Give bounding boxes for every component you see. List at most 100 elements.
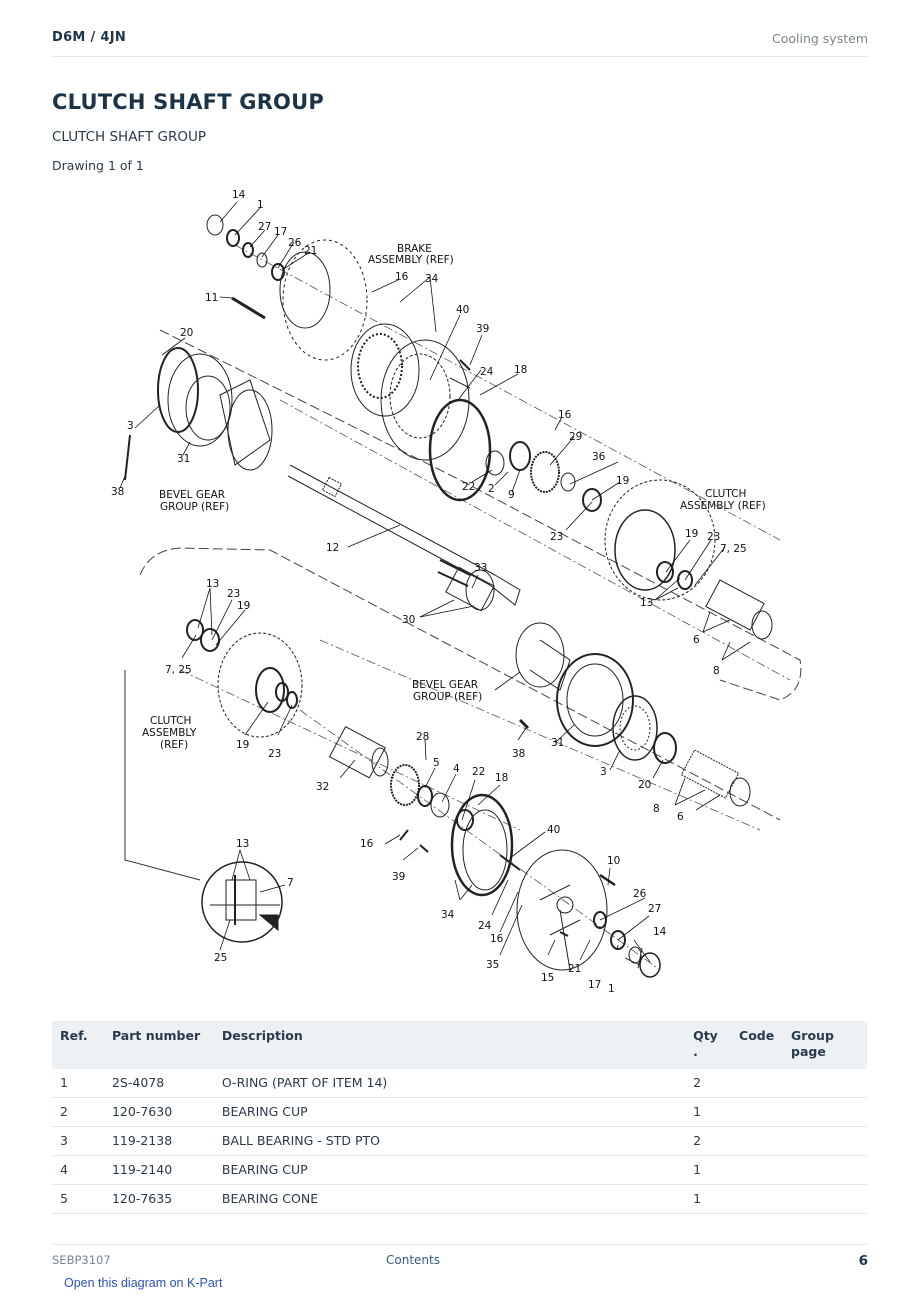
label-bevel-mid-l1: BEVEL GEAR bbox=[412, 679, 478, 691]
kpart-link[interactable]: Open this diagram on K-Part bbox=[64, 1276, 223, 1290]
callout-40: 40 bbox=[456, 304, 469, 316]
cell-group-page bbox=[783, 1069, 867, 1098]
callout-14: 14 bbox=[653, 926, 667, 938]
cell-ref: 2 bbox=[52, 1097, 104, 1127]
callout-numbers: 14 1 27 17 26 21 16 34 11 40 39 20 24 18… bbox=[111, 189, 747, 995]
header-ref: Ref. bbox=[60, 1028, 88, 1043]
callout-18: 18 bbox=[495, 772, 508, 784]
callout-21: 21 bbox=[304, 245, 317, 257]
label-brake-l2: ASSEMBLY (REF) bbox=[368, 254, 454, 266]
leader-lines bbox=[119, 201, 751, 969]
callout-27: 27 bbox=[648, 903, 661, 915]
cell-part-number: 2S-4078 bbox=[103, 1069, 214, 1098]
clutch-assembly-left bbox=[186, 619, 303, 738]
label-clutch-right-l2: ASSEMBLY (REF) bbox=[680, 500, 766, 512]
callout-19: 19 bbox=[236, 739, 249, 751]
callout-21: 21 bbox=[568, 963, 581, 975]
cell-part-number: 120-7630 bbox=[103, 1097, 214, 1127]
callout-17: 17 bbox=[588, 979, 601, 991]
callout-13: 13 bbox=[206, 578, 219, 590]
callout-31: 31 bbox=[551, 737, 564, 749]
callout-34: 34 bbox=[425, 273, 439, 285]
callout-13: 13 bbox=[640, 597, 653, 609]
cell-code bbox=[731, 1155, 784, 1185]
callout-19: 19 bbox=[237, 600, 250, 612]
table-row: 2 120-7630 BEARING CUP 1 bbox=[52, 1097, 867, 1127]
header-group-page: Group page bbox=[791, 1028, 834, 1059]
cell-group-page bbox=[783, 1126, 867, 1156]
callout-4: 4 bbox=[453, 763, 460, 775]
cell-code bbox=[731, 1069, 784, 1098]
label-bevel-mid-l2: GROUP (REF) bbox=[413, 691, 482, 703]
table-header-row: Ref. Part number Description Qty . Code … bbox=[52, 1021, 867, 1069]
contents-link[interactable]: Contents bbox=[386, 1253, 440, 1267]
lower-boundary bbox=[139, 547, 781, 821]
callout-1: 1 bbox=[257, 199, 264, 211]
callout-17: 17 bbox=[274, 226, 287, 238]
exploded-parts-diagram[interactable]: BRAKE ASSEMBLY (REF) BEVEL GEAR GROUP (R… bbox=[100, 180, 820, 1000]
cell-description: O-RING (PART OF ITEM 14) bbox=[213, 1069, 686, 1098]
cell-description: BALL BEARING - STD PTO bbox=[213, 1126, 686, 1156]
cell-group-page bbox=[783, 1097, 867, 1127]
callout-6: 6 bbox=[677, 811, 684, 823]
callout-38: 38 bbox=[111, 486, 124, 498]
callout-35: 35 bbox=[486, 959, 499, 971]
callout-7: 7 bbox=[287, 877, 294, 889]
callout-3: 3 bbox=[600, 766, 607, 778]
callout-24: 24 bbox=[480, 366, 494, 378]
callout-40: 40 bbox=[547, 824, 560, 836]
callout-11: 11 bbox=[205, 292, 218, 304]
page-subtitle: CLUTCH SHAFT GROUP bbox=[52, 129, 206, 145]
table-row: 3 119-2138 BALL BEARING - STD PTO 2 bbox=[52, 1126, 867, 1156]
parts-table: Ref. Part number Description Qty . Code … bbox=[52, 1021, 867, 1214]
label-clutch-left-l3: (REF) bbox=[160, 739, 188, 751]
callout-8: 8 bbox=[713, 665, 720, 677]
callout-12: 12 bbox=[326, 542, 339, 554]
callout-13: 13 bbox=[236, 838, 249, 850]
page-footer: SEBP3107 Contents 6 bbox=[52, 1244, 868, 1275]
cell-code bbox=[731, 1097, 784, 1127]
label-brake-l1: BRAKE bbox=[397, 243, 432, 255]
callout-16: 16 bbox=[395, 271, 409, 283]
table-row: 1 2S-4078 O-RING (PART OF ITEM 14) 2 bbox=[52, 1069, 867, 1098]
callout-39: 39 bbox=[476, 323, 489, 335]
cell-part-number: 119-2140 bbox=[103, 1155, 214, 1185]
callout-39: 39 bbox=[392, 871, 405, 883]
callout-10: 10 bbox=[607, 855, 620, 867]
diagram-labels: BRAKE ASSEMBLY (REF) BEVEL GEAR GROUP (R… bbox=[142, 243, 766, 751]
callout-23: 23 bbox=[550, 531, 563, 543]
label-clutch-left-l1: CLUTCH bbox=[150, 715, 191, 727]
callout-8: 8 bbox=[653, 803, 660, 815]
cell-qty: 1 bbox=[685, 1097, 732, 1127]
callout-24: 24 bbox=[478, 920, 492, 932]
callout-18: 18 bbox=[514, 364, 527, 376]
cell-qty: 1 bbox=[685, 1155, 732, 1185]
cell-qty: 1 bbox=[685, 1184, 732, 1214]
callout-28: 28 bbox=[416, 731, 429, 743]
callout-16: 16 bbox=[558, 409, 572, 421]
callout-27: 27 bbox=[258, 221, 271, 233]
callout-36: 36 bbox=[592, 451, 606, 463]
callout-20: 20 bbox=[180, 327, 193, 339]
lower-shaft-parts bbox=[328, 725, 661, 978]
detail-leader bbox=[124, 670, 201, 881]
page-title: CLUTCH SHAFT GROUP bbox=[52, 90, 324, 114]
upper-boundary bbox=[159, 329, 802, 701]
callout-15: 15 bbox=[541, 972, 554, 984]
cell-part-number: 120-7635 bbox=[103, 1184, 214, 1214]
cell-qty: 2 bbox=[685, 1069, 732, 1098]
diagram-svg: BRAKE ASSEMBLY (REF) BEVEL GEAR GROUP (R… bbox=[111, 189, 802, 995]
callout-7-25: 7, 25 bbox=[165, 664, 192, 676]
cell-ref: 4 bbox=[52, 1155, 104, 1185]
section-label: Cooling system bbox=[772, 31, 868, 46]
callout-23: 23 bbox=[227, 588, 240, 600]
document-id: SEBP3107 bbox=[52, 1253, 111, 1267]
clutch-shaft-upper bbox=[287, 464, 521, 612]
center-lines bbox=[179, 244, 791, 971]
callout-26: 26 bbox=[288, 237, 302, 249]
cell-group-page bbox=[783, 1155, 867, 1185]
cell-description: BEARING CONE bbox=[213, 1184, 686, 1214]
callout-5: 5 bbox=[433, 757, 440, 769]
page-number: 6 bbox=[858, 1253, 868, 1269]
cell-code bbox=[731, 1126, 784, 1156]
